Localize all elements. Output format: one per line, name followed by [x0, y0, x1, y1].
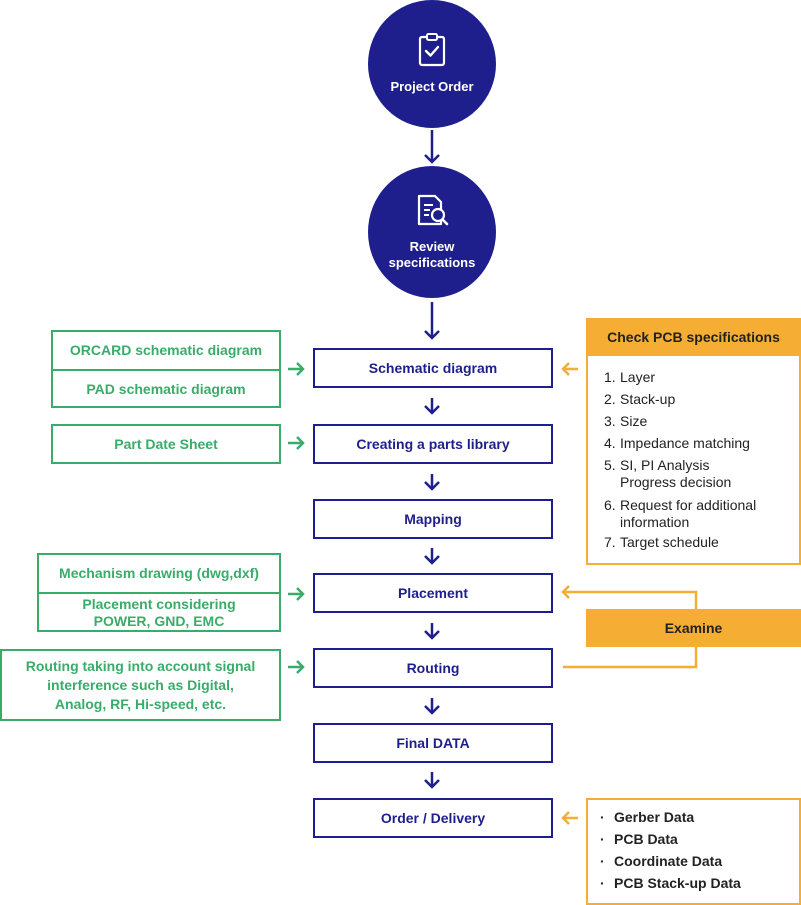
- routing-consideration-label: Routing taking into account signal inter…: [2, 651, 279, 719]
- routing-consideration-line3: Analog, RF, Hi-speed, etc.: [54, 695, 227, 712]
- routing-input-box: Routing taking into account signal inter…: [0, 649, 281, 721]
- arrow-routing-to-final: [424, 698, 440, 715]
- divider: [53, 369, 279, 371]
- arrow-schematic-inputs: [288, 362, 305, 376]
- arrow-deliverables-to-delivery: [561, 811, 578, 825]
- pcb-check-item: 2.Stack-up: [604, 391, 676, 407]
- pcb-check-item: 7.Target schedule: [604, 534, 719, 550]
- review-specifications-circle: Review specifications: [368, 166, 496, 298]
- pcb-check-box: [586, 318, 801, 565]
- pcb-check-item: 1.Layer: [604, 369, 656, 385]
- pcb-check-title: Check PCB specifications: [586, 318, 801, 356]
- placement-considering-label: Placement considering POWER, GND, EMC: [39, 594, 279, 632]
- datasheet-input-box: Part Date Sheet: [51, 424, 281, 464]
- mechanism-drawing-label: Mechanism drawing (dwg,dxf): [59, 565, 259, 581]
- placement-considering-line1: Placement considering: [82, 596, 236, 612]
- arrow-datasheet-input: [288, 436, 305, 450]
- pcb-check-item: 4.Impedance matching: [604, 435, 750, 451]
- review-label-line1: Review: [409, 239, 455, 254]
- deliverables-box: [586, 798, 801, 905]
- step-parts-library: Creating a parts library: [313, 424, 553, 464]
- deliverable-item: ·PCB Stack-up Data: [600, 875, 741, 891]
- pad-schematic-label: PAD schematic diagram: [86, 381, 246, 397]
- step-routing: Routing: [313, 648, 553, 688]
- step-schematic-diagram: Schematic diagram: [313, 348, 553, 388]
- pcb-check-list: 1.Layer 2.Stack-up 3.Size 4.Impedance ma…: [604, 369, 799, 556]
- clipboard-check-icon: [417, 33, 447, 71]
- arrow-schematic-to-library: [424, 398, 440, 415]
- arrow-routing-input: [288, 660, 305, 674]
- arrow-placement-inputs: [288, 587, 305, 601]
- examine-box: Examine: [586, 609, 801, 647]
- part-datasheet-label: Part Date Sheet: [114, 435, 218, 452]
- deliverable-item: ·Coordinate Data: [600, 853, 723, 869]
- step-mapping: Mapping: [313, 499, 553, 539]
- deliverable-item: ·PCB Data: [600, 831, 678, 847]
- step-placement: Placement: [313, 573, 553, 613]
- arrow-placement-to-routing: [424, 623, 440, 640]
- placement-considering-line2: POWER, GND, EMC: [93, 613, 225, 629]
- divider: [39, 592, 279, 594]
- step-order-delivery: Order / Delivery: [313, 798, 553, 838]
- routing-consideration-line1: Routing taking into account signal: [25, 657, 256, 674]
- project-order-label: Project Order: [390, 79, 474, 94]
- deliverables-list: ·Gerber Data ·PCB Data ·Coordinate Data …: [600, 806, 795, 894]
- schematic-inputs-box: ORCARD schematic diagram PAD schematic d…: [51, 330, 281, 408]
- arrow-order-to-review: [424, 130, 440, 164]
- arrow-mapping-to-placement: [424, 548, 440, 565]
- arrow-library-to-mapping: [424, 474, 440, 491]
- routing-consideration-line2: interference such as Digital,: [47, 676, 234, 693]
- placement-inputs-box: Mechanism drawing (dwg,dxf) Placement co…: [37, 553, 281, 632]
- review-label-line2: specifications: [388, 255, 476, 270]
- arrow-review-to-schematic: [424, 302, 440, 340]
- document-search-icon: [414, 193, 450, 233]
- orcard-schematic-label: ORCARD schematic diagram: [69, 342, 263, 358]
- pcb-check-item: 3.Size: [604, 413, 648, 429]
- deliverable-item: ·Gerber Data: [600, 809, 695, 825]
- arrow-pcb-check-to-schematic: [561, 362, 578, 376]
- arrow-final-to-delivery: [424, 772, 440, 789]
- step-final-data: Final DATA: [313, 723, 553, 763]
- project-order-circle: Project Order: [368, 0, 496, 128]
